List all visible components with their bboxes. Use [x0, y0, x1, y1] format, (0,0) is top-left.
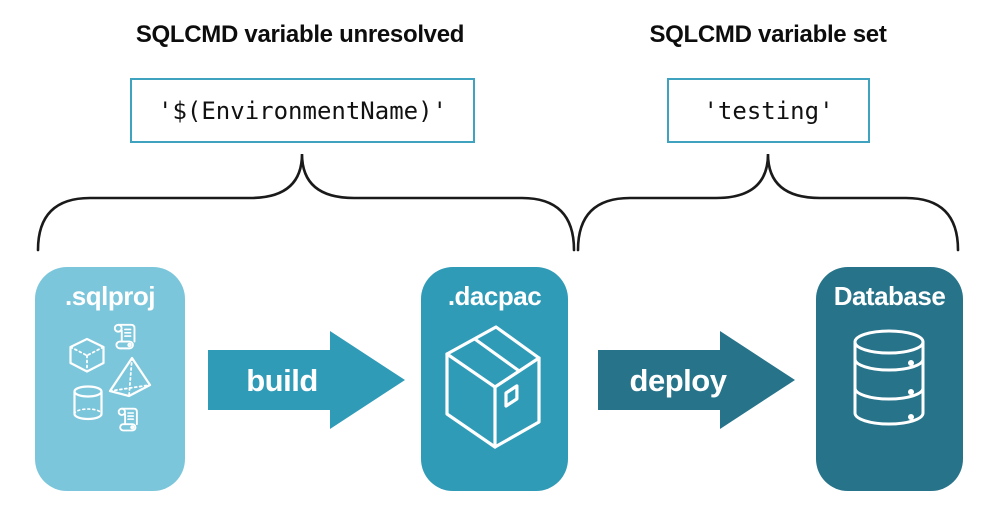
code-environment-variable: '$(EnvironmentName)' — [158, 96, 447, 125]
sql-objects-icon — [69, 323, 152, 432]
stage-database: Database — [816, 267, 963, 491]
right-brace-icon — [576, 153, 960, 252]
build-arrow: build — [208, 331, 405, 429]
stage-dacpac-label: .dacpac — [447, 281, 542, 311]
left-brace-icon — [36, 153, 576, 252]
database-icon — [853, 329, 925, 426]
deploy-arrow-label: deploy — [630, 363, 728, 398]
code-testing-value: 'testing' — [703, 96, 834, 125]
stage-sqlproj-label: .sqlproj — [65, 281, 155, 311]
title-sqlcmd-set: SQLCMD variable set — [649, 21, 887, 48]
code-box-testing-value: 'testing' — [667, 78, 870, 143]
cylinder-icon — [73, 385, 103, 421]
code-box-environment-variable: '$(EnvironmentName)' — [130, 78, 475, 143]
stage-sqlproj: .sqlproj — [35, 267, 185, 491]
stage-database-label: Database — [833, 281, 946, 311]
cube-icon — [69, 337, 105, 373]
title-sqlcmd-unresolved: SQLCMD variable unresolved — [135, 21, 465, 48]
deploy-arrow: deploy — [598, 331, 795, 429]
package-icon — [445, 325, 541, 449]
pyramid-icon — [108, 356, 152, 398]
stage-dacpac: .dacpac — [421, 267, 568, 491]
script-icon — [117, 407, 138, 432]
build-arrow-label: build — [246, 363, 318, 398]
script-icon — [113, 323, 136, 350]
